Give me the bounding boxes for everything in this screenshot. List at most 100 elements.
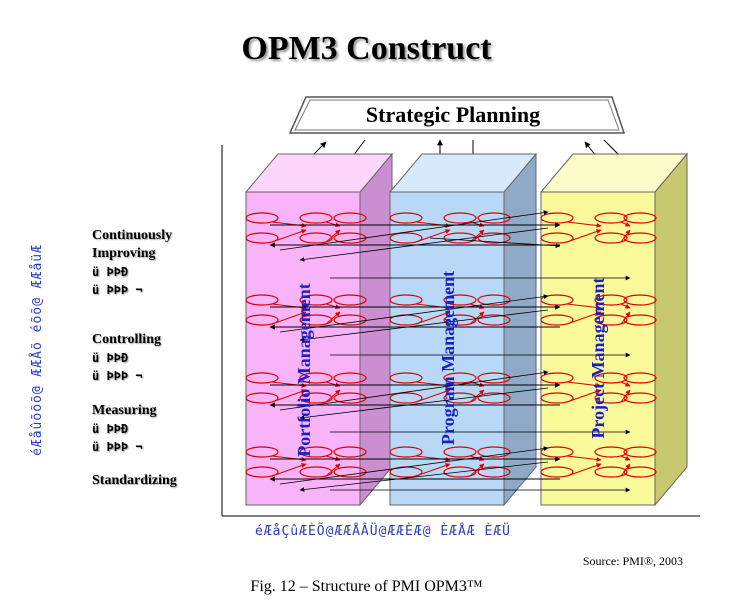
process-oval <box>623 392 657 404</box>
process-link <box>325 463 341 477</box>
process-link <box>271 311 307 325</box>
process-oval <box>245 372 279 384</box>
process-oval <box>477 446 511 458</box>
process-oval <box>594 314 628 326</box>
process-link <box>566 229 602 243</box>
process-link <box>415 463 451 477</box>
process-link <box>415 229 451 243</box>
stage-standardizing: Standardizing <box>92 473 177 488</box>
process-oval <box>443 294 477 306</box>
process-link <box>566 221 602 228</box>
process-link <box>469 311 485 325</box>
process-oval <box>477 372 511 384</box>
portfolio-management-label: Portfolio Management <box>294 283 314 457</box>
process-oval <box>443 232 477 244</box>
figure-caption: Fig. 12 – Structure of PMI OPM3™ <box>250 578 483 595</box>
process-oval <box>594 212 628 224</box>
process-oval <box>245 212 279 224</box>
process-oval <box>623 466 657 478</box>
process-oval <box>299 372 333 384</box>
process-link <box>620 455 631 461</box>
process-oval <box>594 232 628 244</box>
process-link <box>325 389 341 403</box>
process-oval <box>623 372 657 384</box>
process-oval <box>594 372 628 384</box>
process-link <box>415 311 451 325</box>
cross-domain-arrow <box>299 309 549 342</box>
process-link <box>566 455 602 462</box>
page-title: OPM3 Construct <box>241 30 492 67</box>
cross-domain-arrow <box>299 461 549 492</box>
process-link <box>620 303 631 309</box>
y-axis-label: éÆåûõõõ@ ÆÆÅõ éõõ@ ÆÆåüÆ <box>30 244 45 456</box>
process-oval <box>623 314 657 326</box>
process-oval <box>477 232 511 244</box>
process-oval <box>477 212 511 224</box>
process-oval <box>333 466 367 478</box>
process-oval <box>333 212 367 224</box>
process-link <box>325 229 341 243</box>
project-management-label: Project Management <box>588 277 608 439</box>
process-oval <box>443 372 477 384</box>
process-oval <box>299 314 333 326</box>
process-oval <box>594 446 628 458</box>
process-link <box>469 229 485 243</box>
process-oval <box>333 446 367 458</box>
process-oval <box>389 392 423 404</box>
process-oval <box>540 466 574 478</box>
process-oval <box>594 392 628 404</box>
program-column-side <box>503 152 537 507</box>
process-link <box>271 389 307 403</box>
process-link <box>620 221 631 227</box>
cross-domain-arrow <box>299 227 549 262</box>
process-oval <box>333 372 367 384</box>
process-link <box>566 463 602 477</box>
portfolio-column-front <box>245 191 361 506</box>
process-link <box>325 311 341 325</box>
process-oval <box>477 392 511 404</box>
process-oval <box>245 446 279 458</box>
process-oval <box>443 212 477 224</box>
process-oval <box>477 466 511 478</box>
cross-domain-arrow <box>279 294 549 333</box>
process-oval <box>299 212 333 224</box>
project-column-side <box>654 152 688 507</box>
process-oval <box>245 232 279 244</box>
process-oval <box>333 294 367 306</box>
program-column-front <box>389 191 505 506</box>
process-link <box>620 381 631 387</box>
process-oval <box>299 446 333 458</box>
process-link <box>566 303 602 310</box>
process-link <box>271 229 307 243</box>
process-oval <box>299 392 333 404</box>
program-management-label: Program Management <box>438 270 458 446</box>
process-oval <box>245 466 279 478</box>
process-oval <box>477 314 511 326</box>
cross-domain-arrow <box>279 370 549 411</box>
process-oval <box>333 314 367 326</box>
process-oval <box>443 466 477 478</box>
process-oval <box>389 446 423 458</box>
process-oval <box>443 314 477 326</box>
cross-domain-arrow <box>429 237 561 249</box>
process-oval <box>299 232 333 244</box>
process-oval <box>389 372 423 384</box>
cross-domain-arrow <box>279 210 549 251</box>
process-oval <box>623 212 657 224</box>
process-oval <box>389 294 423 306</box>
strategic-planning-label: Strategic Planning <box>365 102 541 127</box>
stage-controlling: Controlling ü ÞÞÐ ü ÞÞÞ ¬ <box>92 332 161 383</box>
stage-continuously-improving: Continuously Improving ü ÞÞÐ ü ÞÞÞ ¬ <box>92 228 173 297</box>
process-oval <box>594 466 628 478</box>
process-oval <box>477 294 511 306</box>
process-oval <box>245 294 279 306</box>
process-oval <box>245 392 279 404</box>
process-oval <box>623 232 657 244</box>
strategic-planning-box <box>288 96 626 134</box>
process-oval <box>299 294 333 306</box>
process-link <box>415 389 451 403</box>
process-link <box>566 381 602 388</box>
process-link <box>469 389 485 403</box>
process-oval <box>540 392 574 404</box>
source-note: Source: PMI®, 2003 <box>582 554 683 568</box>
